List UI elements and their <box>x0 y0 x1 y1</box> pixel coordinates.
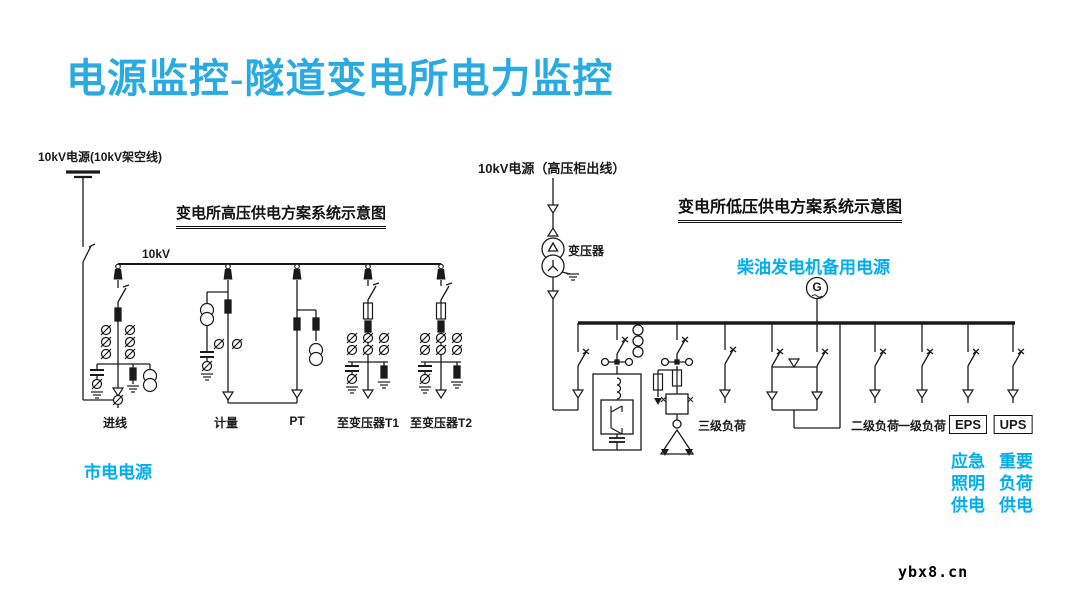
hv-feeder-label-t1: 至变压器T1 <box>336 416 400 430</box>
slide-title: 电源监控-隧道变电所电力监控 <box>66 56 614 101</box>
hv-feeder-label-t2: 至变压器T2 <box>409 416 473 430</box>
hv-feeder-label-pt: PT <box>289 414 305 428</box>
lv-generator-ats <box>766 276 841 429</box>
lv-bus-ct <box>632 324 644 358</box>
lv-generator-annotation: 柴油发电机备用电源 <box>737 258 890 277</box>
eps-box: EPS <box>948 415 988 434</box>
hv-feeder-t2 <box>417 263 464 399</box>
hv-feeder-label-incoming: 进线 <box>102 416 128 430</box>
hv-bus-label: 10kV <box>142 247 171 261</box>
lv-transformer-label: 变压器 <box>568 244 605 258</box>
lv-branch-load1 <box>916 323 934 403</box>
eps-annotation-line: 供电 <box>951 496 985 515</box>
hv-feeder-incoming <box>89 263 158 408</box>
lv-branch-capacitor-delta <box>652 323 695 457</box>
lv-diagram-title: 变电所低压供电方案系统示意图 <box>678 193 903 223</box>
hv-feeder-t1 <box>344 263 391 399</box>
lv-feeder-label-load2: 二级负荷 <box>850 419 900 433</box>
hv-annotation-mains-power: 市电电源 <box>84 463 152 482</box>
lv-schematic <box>541 178 1025 457</box>
lv-feeder-label-load3: 三级负荷 <box>697 419 747 433</box>
hv-schematic <box>66 170 464 408</box>
lv-source-transformer <box>541 178 590 411</box>
hv-source-label: 10kV电源(10kV架空线) <box>38 150 163 164</box>
ups-annotation-line: 负荷 <box>999 474 1033 493</box>
hv-feeder-label-metering: 计量 <box>213 416 239 430</box>
eps-annotation-line: 应急 <box>951 452 985 471</box>
lv-branch-load2 <box>869 323 887 403</box>
ups-annotation: 重要 负荷 供电 <box>999 451 1033 517</box>
ups-annotation-line: 供电 <box>999 496 1033 515</box>
hv-diagram-title: 变电所高压供电方案系统示意图 <box>176 202 387 229</box>
hv-feeder-metering <box>199 263 297 404</box>
hv-source-symbol <box>66 170 114 401</box>
lv-source-label: 10kV电源（高压柜出线） <box>478 161 626 176</box>
ups-box: UPS <box>993 415 1033 434</box>
hv-feeder-pt <box>291 263 324 403</box>
lv-branch-load3 <box>719 323 737 403</box>
generator-symbol: G <box>812 280 822 294</box>
lv-branch-eps <box>962 323 980 403</box>
eps-annotation: 应急 照明 供电 <box>951 451 985 517</box>
lv-feeder-label-load1: 一级负荷 <box>897 419 947 433</box>
ups-annotation-line: 重要 <box>999 452 1033 471</box>
eps-annotation-line: 照明 <box>951 474 985 493</box>
lv-branch-ups <box>1007 323 1025 403</box>
lv-branch-svg-cabinet <box>592 323 642 451</box>
watermark: ybx8.cn <box>898 563 969 581</box>
